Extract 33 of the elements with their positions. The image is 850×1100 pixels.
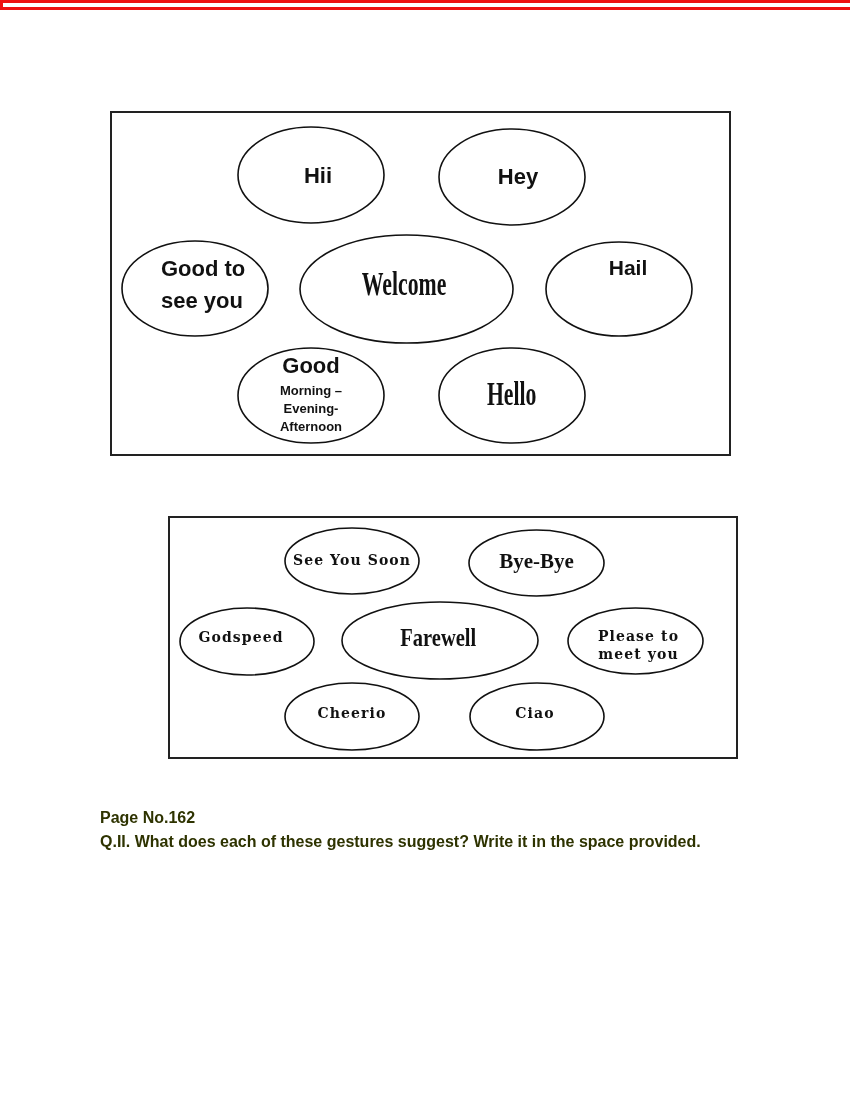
word-bubble — [284, 682, 420, 751]
word-bubble — [438, 347, 586, 444]
word-bubble — [284, 527, 420, 595]
bubble-text: Hii — [303, 163, 333, 189]
bubble-text: Hey — [497, 164, 539, 190]
word-bubble — [545, 241, 693, 337]
bubble-text: Farewell — [400, 624, 476, 653]
bubble-text: Bye-Bye — [499, 548, 574, 574]
word-bubble — [567, 607, 704, 675]
bubble-text: Good — [282, 351, 340, 380]
word-bubble — [469, 682, 605, 751]
word-bubble — [299, 234, 514, 344]
word-bubble — [468, 529, 605, 597]
page-number: Page No.162 — [100, 809, 196, 827]
word-bubble — [341, 601, 539, 680]
word-bubble — [237, 347, 385, 444]
bubble-text: Welcome — [362, 264, 447, 304]
bubble-text: Cheerio — [317, 705, 387, 722]
bubble-text: Hello — [487, 373, 537, 414]
word-bubble — [179, 607, 315, 676]
word-bubble — [438, 128, 586, 226]
question-text: Q.II. What does each of these gestures suggest? Write it in the space provided. — [100, 833, 701, 851]
bubble-text: Hail — [608, 255, 648, 281]
bubble-text: Ciao — [515, 705, 555, 722]
bubble-subtext: Morning – Evening- Afternoon — [278, 381, 344, 436]
bubble-text: Please to meet you — [596, 626, 681, 664]
word-bubble — [121, 240, 269, 337]
bubble-text: Godspeed — [198, 629, 284, 646]
bubble-text: Good to see you — [161, 254, 247, 315]
word-web-frame — [168, 516, 738, 759]
bubble-text: See You Soon — [292, 551, 412, 569]
word-bubble — [237, 126, 385, 224]
word-web-frame — [110, 111, 731, 456]
